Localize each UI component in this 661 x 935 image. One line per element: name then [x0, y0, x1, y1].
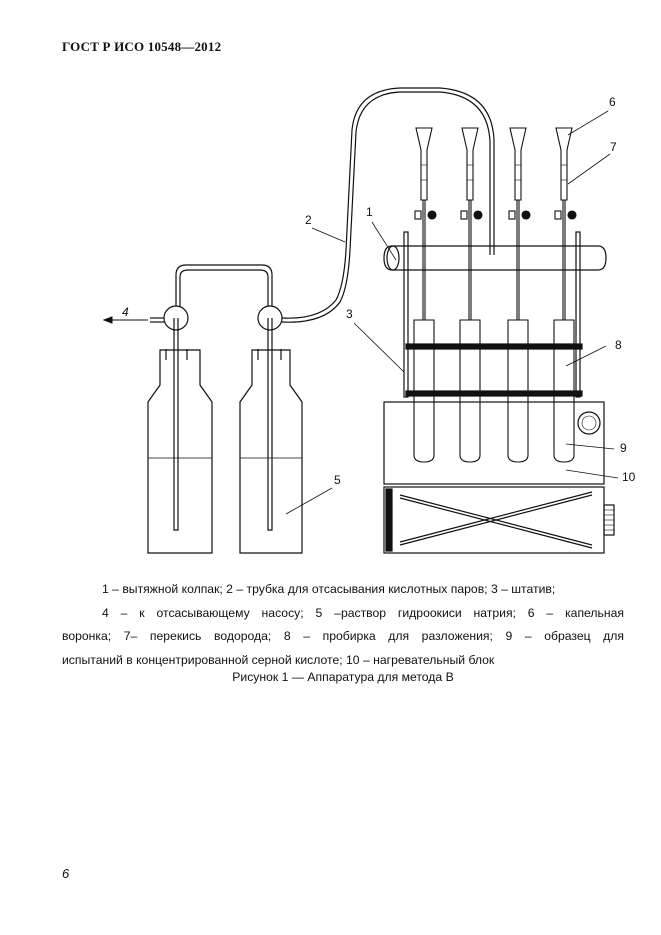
page-number: 6	[62, 866, 70, 881]
callout-6: 6	[609, 95, 616, 109]
document-header: ГОСТ Р ИСО 10548—2012	[62, 39, 222, 54]
fume-hood-tube	[383, 245, 607, 271]
legend-line-2: 4 – к отсасывающему насосу; 5 –раствор г…	[102, 605, 624, 620]
decomposition-tubes	[413, 127, 577, 463]
legend-line-1: 1 – вытяжной колпак; 2 – трубка для отса…	[102, 582, 556, 596]
left-bottle	[147, 305, 213, 554]
figure-legend: 1 – вытяжной колпак; 2 – трубка для отса…	[62, 578, 624, 672]
callout-10: 10	[622, 470, 636, 484]
callout-7: 7	[610, 140, 617, 154]
callout-3: 3	[346, 307, 353, 321]
callout-1: 1	[366, 205, 373, 219]
heating-block	[383, 401, 605, 485]
figure-caption: Рисунок 1 — Аппаратура для метода B	[232, 670, 454, 684]
callout-8: 8	[615, 338, 622, 352]
pump-arrow	[102, 316, 148, 324]
right-bottle	[239, 305, 303, 554]
legend-line-4: испытаний в концентрированной серной кис…	[62, 652, 495, 667]
scissor-lift	[383, 486, 615, 554]
apparatus-figure: 1 2 3 4 5 6 7 8 9 10	[102, 87, 636, 554]
legend-line-3: воронка; 7– перекись водорода; 8 – проби…	[62, 629, 624, 643]
callout-2: 2	[305, 213, 312, 227]
callout-4: 4	[122, 305, 129, 319]
callout-5: 5	[334, 473, 341, 487]
callout-9: 9	[620, 441, 627, 455]
